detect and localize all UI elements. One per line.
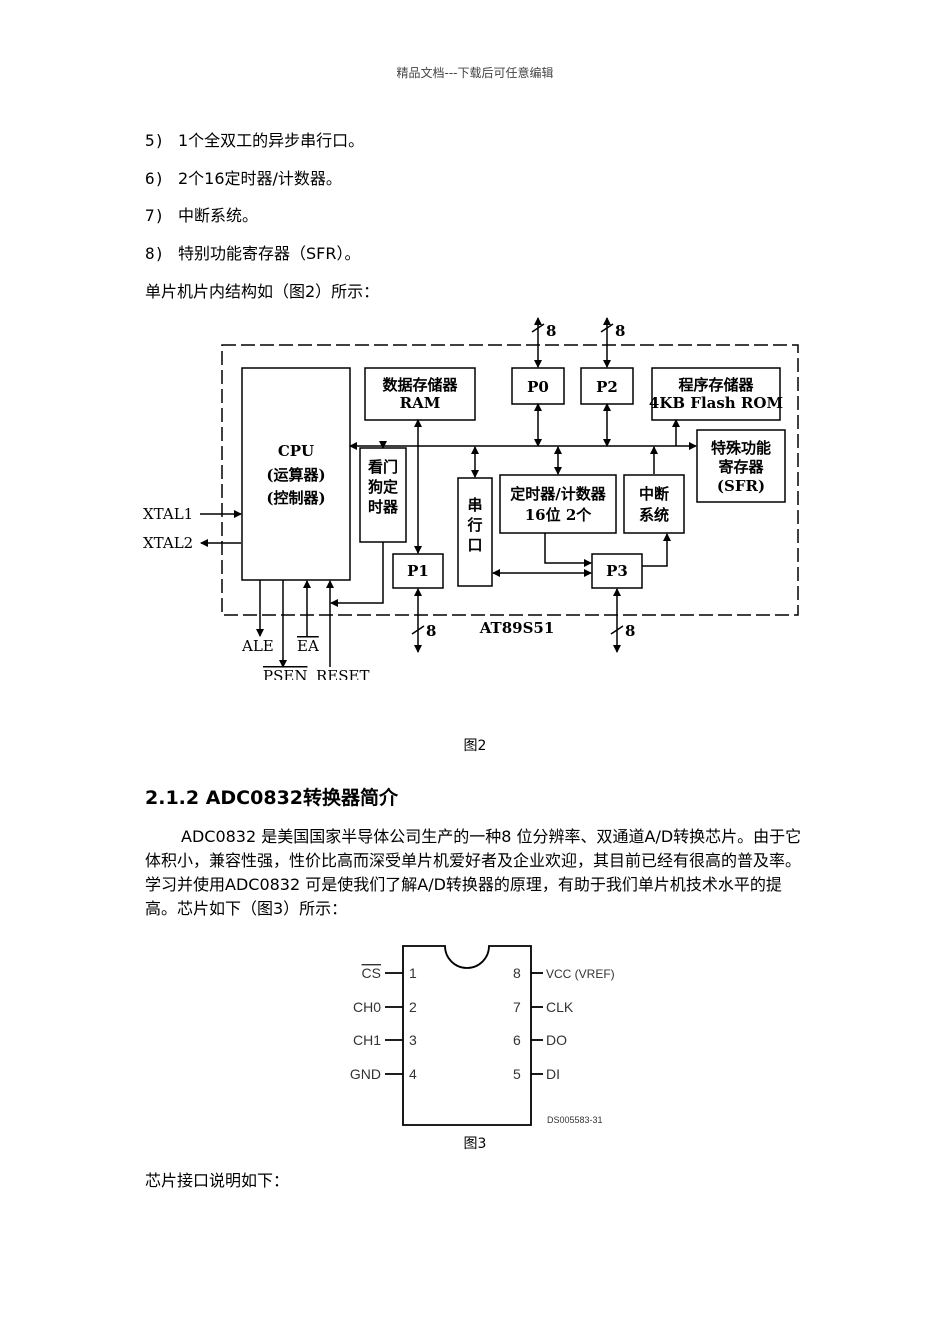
bus-width-p0: 8 <box>546 322 556 340</box>
psen-label: PSEN <box>263 667 307 680</box>
timer-block <box>499 474 617 534</box>
list-number: 6) <box>145 169 165 188</box>
ram-label-2: RAM <box>400 394 441 412</box>
xtal1-label: XTAL1 <box>143 505 193 523</box>
sfr-label-2: 寄存器 <box>718 458 764 476</box>
list-item: 6) 2个16定时器/计数器。 <box>145 165 342 189</box>
bus-width-p1: 8 <box>426 622 436 640</box>
cpu-label-2: (运算器) <box>266 466 325 484</box>
ram-label-1: 数据存储器 <box>382 376 458 394</box>
figure3-caption: 图3 <box>463 1136 487 1152</box>
p2-label: P2 <box>596 378 618 396</box>
pin-label-di: DI <box>546 1066 560 1082</box>
ea-label: EA <box>297 637 319 655</box>
serial-label-3: 口 <box>467 536 482 554</box>
sfr-label-1: 特殊功能 <box>711 439 771 457</box>
pin-num-6: 6 <box>513 1032 521 1048</box>
list-text: 1个全双工的异步串行口。 <box>178 131 365 150</box>
pin-num-2: 2 <box>409 999 417 1015</box>
ale-label: ALE <box>241 637 274 655</box>
part-code: DS005583-31 <box>547 1115 603 1125</box>
sfr-block <box>696 429 786 503</box>
pin-num-7: 7 <box>513 999 521 1015</box>
xtal2-label: XTAL2 <box>143 534 193 552</box>
chip-boundary <box>221 344 799 616</box>
rom-label-1: 程序存储器 <box>678 376 754 394</box>
chip-pinout: CS CH0 CH1 GND 1 2 3 4 8 7 6 5 VCC (VREF… <box>350 945 615 1126</box>
pin-num-4: 4 <box>409 1066 417 1082</box>
list-number: 8) <box>145 244 165 263</box>
pin-label-clk: CLK <box>546 999 574 1015</box>
block-diagram: CPU (运算器) (控制器) 数据存储器 RAM P0 P2 程序存储器 4K… <box>143 317 799 680</box>
list-number: 5) <box>145 131 165 150</box>
body-paragraph: ADC0832 是美国国家半导体公司生产的一种8 位分辨率、双通道A/D转换芯片… <box>145 827 802 918</box>
figure2-caption: 图2 <box>463 738 487 754</box>
rom-block <box>651 367 781 421</box>
pin-num-8: 8 <box>513 965 521 981</box>
list-text: 特别功能寄存器（SFR）。 <box>178 244 361 263</box>
list-item: 5) 1个全双工的异步串行口。 <box>145 127 364 151</box>
p3-label: P3 <box>606 562 628 580</box>
bus-width-p2: 8 <box>615 322 625 340</box>
pin-num-5: 5 <box>513 1066 521 1082</box>
interrupt-label-2: 系统 <box>639 506 669 524</box>
timer-label-1: 定时器/计数器 <box>510 485 606 503</box>
cpu-block <box>241 367 351 581</box>
bus-width-p3: 8 <box>625 622 635 640</box>
list-text: 2个16定时器/计数器。 <box>178 169 342 188</box>
chip-name: AT89S51 <box>479 619 555 637</box>
serial-label-1: 串 <box>467 496 482 514</box>
reset-label: RESET <box>316 667 369 680</box>
watchdog-label-2: 狗定 <box>368 478 398 496</box>
list-item: 8) 特别功能寄存器（SFR）。 <box>145 240 360 264</box>
watchdog-label-1: 看门 <box>368 458 398 476</box>
intro-line: 单片机片内结构如（图2）所示： <box>145 282 380 301</box>
pin-num-1: 1 <box>409 965 417 981</box>
pin-label-vcc: VCC (VREF) <box>546 967 615 981</box>
rom-label-2: 4KB Flash ROM <box>649 394 783 412</box>
pin-label-ch1: CH1 <box>353 1032 381 1048</box>
sfr-label-3: (SFR) <box>717 477 765 495</box>
list-number: 7) <box>145 206 165 225</box>
pin-num-3: 3 <box>409 1032 417 1048</box>
pin-label-cs: CS <box>362 965 381 981</box>
list-item: 7) 中断系统。 <box>145 202 258 226</box>
pin-label-gnd: GND <box>350 1066 381 1082</box>
cpu-label-1: CPU <box>278 442 314 460</box>
cpu-label-3: (控制器) <box>266 489 325 507</box>
list-text: 中断系统。 <box>178 206 259 225</box>
interrupt-block <box>623 474 685 534</box>
closing-line: 芯片接口说明如下： <box>145 1171 290 1190</box>
pin-label-ch0: CH0 <box>353 999 381 1015</box>
interrupt-label-1: 中断 <box>639 485 669 503</box>
serial-label-2: 行 <box>466 516 482 534</box>
p1-label: P1 <box>407 562 429 580</box>
section-heading: 2.1.2 ADC0832转换器简介 <box>145 787 399 809</box>
watchdog-label-3: 时器 <box>368 498 399 516</box>
page-header: 精品文档---下载后可任意编辑 <box>396 66 554 80</box>
timer-label-2: 16位 2个 <box>525 506 593 524</box>
serial-block <box>457 477 493 587</box>
pin-label-do: DO <box>546 1032 567 1048</box>
p0-label: P0 <box>527 378 549 396</box>
